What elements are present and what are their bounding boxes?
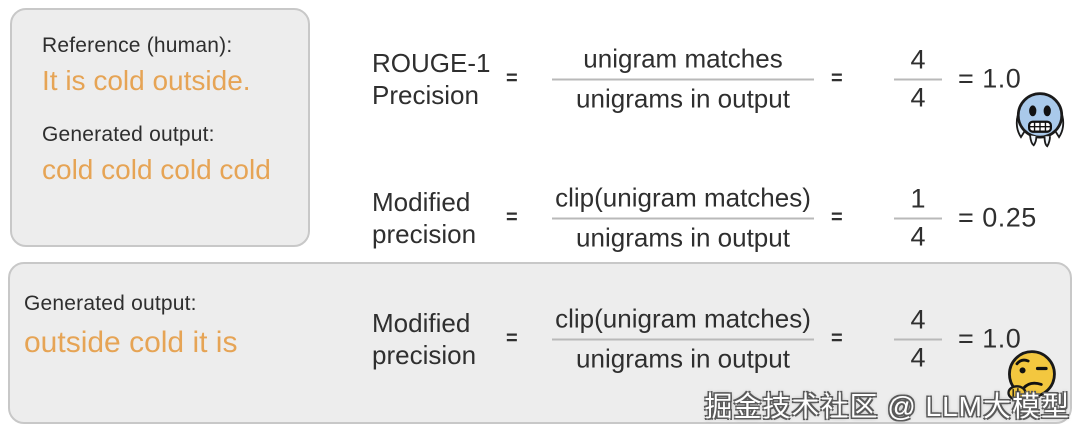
formula-name-line1: Modified	[372, 308, 471, 338]
fraction-denominator: unigrams in output	[576, 83, 790, 114]
value-numerator: 1	[910, 183, 926, 214]
value-numerator: 4	[910, 304, 926, 335]
fraction-bar	[552, 217, 814, 220]
generated-output-label-2: Generated output:	[24, 292, 197, 315]
value-denominator: 4	[910, 82, 926, 113]
formula-name-line2: Precision	[372, 80, 479, 110]
generated-output-text-2: outside cold it is	[24, 326, 238, 359]
reference-text: It is cold outside.	[42, 65, 251, 96]
fraction-bar	[552, 78, 814, 81]
equals-sign: =	[506, 327, 518, 350]
formula-name: ROUGE-1 Precision	[372, 47, 490, 111]
equals-sign: =	[506, 206, 518, 229]
thinking-face-icon	[1007, 350, 1056, 401]
result-value: = 1.0	[958, 63, 1022, 94]
formula-name: Modified precision	[372, 186, 476, 250]
fraction-denominator: unigrams in output	[576, 222, 790, 253]
fraction-bar	[894, 78, 942, 81]
formula-name-line2: precision	[372, 219, 477, 249]
value-numerator: 4	[910, 44, 926, 75]
fraction-numerator: unigram matches	[583, 43, 783, 74]
second-example-box: Generated output: outside cold it is	[8, 262, 1072, 424]
fraction-denominator: unigrams in output	[576, 343, 790, 374]
value-fraction: 4 4	[894, 305, 942, 374]
formula-name: Modified precision	[372, 307, 476, 371]
result-value: = 1.0	[958, 323, 1022, 354]
formula-fraction: clip(unigram matches) unigrams in output	[552, 183, 814, 254]
watermark-text: 掘金技术社区 @ LLM大模型	[704, 391, 1070, 422]
value-fraction: 4 4	[894, 45, 942, 114]
formula-row-rouge1: ROUGE-1 Precision = unigram matches unig…	[0, 44, 1080, 114]
formula-name-line1: ROUGE-1	[372, 48, 491, 78]
fraction-bar	[894, 217, 942, 220]
fraction-bar	[552, 338, 814, 341]
equals-sign: =	[831, 67, 843, 90]
formula-fraction: unigram matches unigrams in output	[552, 44, 814, 115]
result-value: = 0.25	[958, 202, 1037, 233]
reference-label: Reference (human):	[42, 34, 233, 57]
formula-fraction: clip(unigram matches) unigrams in output	[552, 304, 814, 375]
reference-example-box: Reference (human): It is cold outside. G…	[10, 8, 310, 247]
formula-row-modified-2: Modified precision = clip(unigram matche…	[0, 304, 1080, 374]
formula-row-modified-1: Modified precision = clip(unigram matche…	[0, 183, 1080, 253]
equals-sign: =	[506, 67, 518, 90]
fraction-numerator: clip(unigram matches)	[555, 182, 811, 213]
fraction-numerator: clip(unigram matches)	[555, 303, 811, 334]
equals-sign: =	[831, 206, 843, 229]
fraction-bar	[894, 338, 942, 341]
value-fraction: 1 4	[894, 184, 942, 253]
formula-name-line1: Modified	[372, 187, 471, 217]
formula-name-line2: precision	[372, 340, 477, 370]
value-denominator: 4	[910, 221, 926, 252]
value-denominator: 4	[910, 342, 926, 373]
generated-output-text: cold cold cold cold	[42, 154, 271, 185]
cold-face-icon	[1015, 92, 1065, 148]
generated-output-label: Generated output:	[42, 123, 215, 146]
equals-sign: =	[831, 327, 843, 350]
